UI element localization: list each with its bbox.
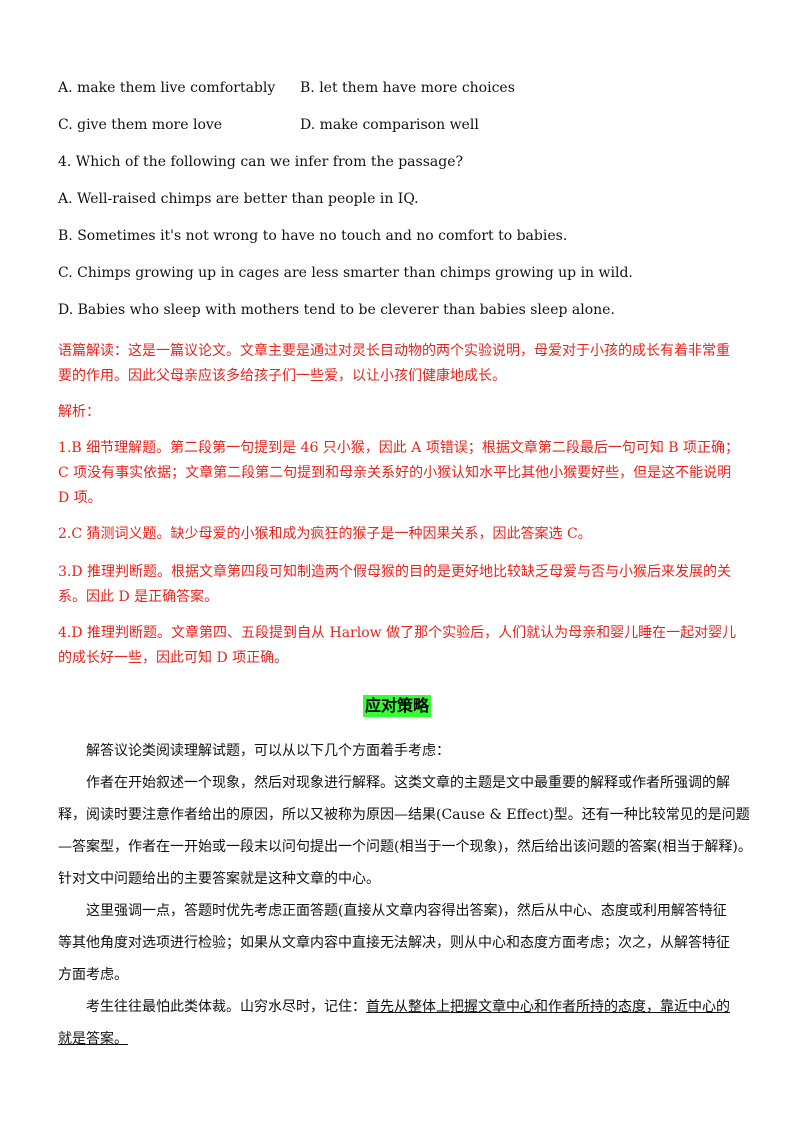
strategy-heading: 应对策略 <box>363 695 432 717</box>
q3-option-c: C. give them more love <box>58 117 223 133</box>
answer-1-line-2: C 项没有事实依据；文章第二段第二句提到和母亲关系好的小猴认知水平比其他小猴要好… <box>58 465 732 481</box>
answer-4-line-1: 4.D 推理判断题。文章第四、五段提到自从 Harlow 做了那个实验后，人们就… <box>58 625 737 641</box>
q3-option-a: A. make them live comfortably <box>58 80 276 96</box>
strategy-paragraph-4-prefix: 考生往往最怕此类体裁。山穷水尽时，记住： <box>86 999 366 1015</box>
strategy-paragraph-1: 解答议论类阅读理解试题，可以从以下几个方面着手考虑： <box>86 743 450 759</box>
analysis-label: 解析： <box>58 404 100 420</box>
strategy-paragraph-2-line-4: 针对文中问题给出的主要答案就是这种文章的中心。 <box>58 871 380 887</box>
answer-3-line-1: 3.D 推理判断题。根据文章第四段可知制造两个假母猴的目的是更好地比较缺乏母爱与… <box>58 564 732 580</box>
q4-option-a: A. Well-raised chimps are better than pe… <box>58 191 419 207</box>
answer-3-line-2: 系。因此 D 是正确答案。 <box>58 589 219 605</box>
answer-1-line-1: 1.B 细节理解题。第二段第一句提到是 46 只小猴，因此 A 项错误；根据文章… <box>58 440 740 456</box>
strategy-key-point-underlined-end: 就是答案。 <box>58 1031 128 1047</box>
answer-1-line-3: D 项。 <box>58 490 102 506</box>
strategy-paragraph-4-line-2: 就是答案。 <box>58 1029 128 1049</box>
strategy-paragraph-3-line-1: 这里强调一点，答题时优先考虑正面答题(直接从文章内容得出答案)，然后从中心、态度… <box>86 903 727 919</box>
strategy-paragraph-3-line-2: 等其他角度对选项进行检验；如果从文章内容中直接无法解决，则从中心和态度方面考虑；… <box>58 935 730 951</box>
q3-option-b: B. let them have more choices <box>300 80 515 96</box>
q4-option-d: D. Babies who sleep with mothers tend to… <box>58 302 615 318</box>
answer-4-line-2: 的成长好一些，因此可知 D 项正确。 <box>58 650 289 666</box>
strategy-paragraph-2-line-1: 作者在开始叙述一个现象，然后对现象进行解释。这类文章的主题是文中最重要的解释或作… <box>86 775 730 791</box>
q4-option-c: C. Chimps growing up in cages are less s… <box>58 265 633 281</box>
passage-interpretation-line-2: 要的作用。因此父母亲应该多给孩子们一些爱，以让小孩们健康地成长。 <box>58 368 506 384</box>
q4-stem: 4. Which of the following can we infer f… <box>58 154 463 170</box>
answer-2: 2.C 猜测词义题。缺少母爱的小猴和成为疯狂的猴子是一种因果关系，因此答案选 C… <box>58 526 592 542</box>
strategy-paragraph-2-line-2: 释，阅读时要注意作者给出的原因，所以又被称为原因—结果(Cause & Effe… <box>58 807 750 823</box>
strategy-key-point-underlined: 首先从整体上把握文章中心和作者所持的态度，靠近中心的 <box>366 999 730 1015</box>
strategy-paragraph-3-line-3: 方面考虑。 <box>58 967 128 983</box>
strategy-paragraph-2-line-3: —答案型，作者在一开始或一段末以问句提出一个问题(相当于一个现象)，然后给出该问… <box>58 839 752 855</box>
strategy-paragraph-4-line-1: 考生往往最怕此类体裁。山穷水尽时，记住：首先从整体上把握文章中心和作者所持的态度… <box>86 997 730 1017</box>
q4-option-b: B. Sometimes it's not wrong to have no t… <box>58 228 568 244</box>
passage-interpretation-line-1: 语篇解读：这是一篇议论文。文章主要是通过对灵长目动物的两个实验说明，母爱对于小孩… <box>58 343 730 359</box>
q3-option-d: D. make comparison well <box>300 117 479 133</box>
